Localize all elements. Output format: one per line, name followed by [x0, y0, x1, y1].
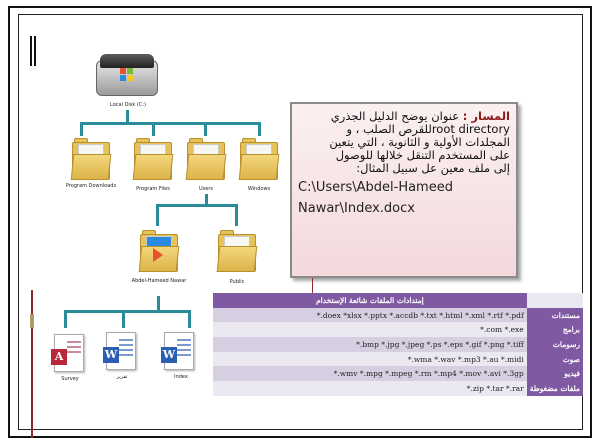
table-row: *.wma *.wav *.mp3 *.au *.midi صوت [213, 351, 583, 367]
tree-line [122, 310, 125, 328]
callout-line-4: على المستخدم التنقل خلالها للوصول [335, 148, 510, 162]
folder-label: Program Downloads [65, 183, 117, 189]
row-label: ملفات مضغوطة [526, 381, 583, 396]
table-cell: *.wma *.wav *.mp3 *.au *.midi [407, 354, 524, 364]
tree-line [156, 204, 159, 226]
access-file-icon: A [51, 334, 84, 372]
callout-pointer [312, 278, 313, 294]
table-corner [526, 293, 583, 308]
local-disk-drive-icon [96, 50, 158, 100]
example-path-line-1: C:\Users\Abdel-Hameed [298, 180, 453, 195]
folder-label: Users [198, 186, 213, 192]
tree-line [156, 204, 238, 207]
tree-line [80, 122, 260, 125]
table-row: *.wmv *.mpg *.mpeg *.rm *.mp4 *.mov *.av… [213, 366, 583, 382]
file-label: تقرير [116, 374, 128, 380]
file-label: Survey [61, 376, 79, 382]
row-label: مستندات [526, 307, 583, 323]
folder-label: Windows [247, 186, 271, 192]
tree-line [235, 204, 238, 226]
tree-line [188, 310, 191, 328]
folder-icon [185, 138, 227, 180]
callout-term: المسار : [462, 109, 510, 123]
slide-border [8, 6, 592, 438]
folder-icon [132, 138, 174, 180]
callout-text: عنوان يوضح الدليل الجذري [330, 109, 463, 123]
media-play-icon [153, 248, 163, 262]
example-path-line-2: Nawar\Index.docx [298, 201, 415, 216]
row-label: صوت [526, 351, 583, 367]
tree-line [205, 194, 208, 204]
tree-line [80, 122, 83, 136]
black-bar-1 [30, 36, 32, 66]
tree-line [126, 110, 129, 122]
path-definition-callout: المسار : عنوان يوضح الدليل الجذري root d… [290, 102, 518, 278]
callout-line-5: إلى ملف معين عل سبيل المثال: [356, 161, 510, 175]
row-label: رسومات [526, 337, 583, 352]
word-file-icon: W [161, 332, 194, 370]
table-cell: *.zip *.tar *.rar [466, 383, 524, 393]
folder-icon [216, 230, 258, 272]
callout-line-3: المجلدات الأولية و الثانوية ، التي يتعين [329, 135, 510, 149]
table-cell: *.doex *xlsx *.pptx *.accdb *.txt *.html… [316, 310, 524, 320]
row-label: برامج [526, 322, 583, 338]
folder-label: Program Files [136, 186, 170, 192]
callout-line-1: المسار : عنوان يوضح الدليل الجذري [298, 110, 510, 123]
table-cell: *.wmv *.mpg *.mpeg *.rm *.mp4 *.mov *.av… [333, 369, 524, 379]
tree-line [258, 122, 261, 136]
content-frame [18, 14, 583, 430]
file-extensions-table: إمتدادات الملفات شائعة الإستخدام *.doex … [213, 293, 583, 426]
table-row: *.bmp *.jpg *.jpeg *.ps *.eps *.gif *.pn… [213, 337, 583, 352]
word-file-icon: W [103, 332, 136, 370]
folder-icon [70, 138, 112, 180]
folder-label: Public [229, 279, 245, 285]
windows-logo-icon [120, 68, 134, 82]
table-cell: *.bmp *.jpg *.jpeg *.ps *.eps *.gif *.pn… [356, 339, 524, 349]
black-bar-2 [34, 36, 36, 66]
file-label: Index [174, 374, 188, 380]
tree-line [204, 122, 207, 136]
folder-label: Abdel-Hameed Nawar [131, 278, 187, 284]
drive-label: Local Disk (C:) [110, 102, 146, 108]
table-cell: *.com *.exe [480, 325, 524, 335]
table-title: إمتدادات الملفات شائعة الإستخدام [213, 293, 527, 308]
tree-line [64, 310, 190, 313]
table-row: *.zip *.tar *.rar ملفات مضغوطة [213, 381, 583, 396]
row-label: فيديو [526, 366, 583, 382]
user-folder-icon [138, 230, 180, 272]
tree-line [152, 122, 155, 136]
tree-line [64, 310, 67, 328]
callout-line-2: root directoryللقرص الصلب ، و [346, 122, 510, 136]
red-side-line [31, 290, 33, 438]
tan-side-block [30, 314, 34, 328]
table-row: *.com *.exe برامج [213, 322, 583, 338]
table-row: *.doex *xlsx *.pptx *.accdb *.txt *.html… [213, 307, 583, 323]
folder-icon [238, 138, 280, 180]
tree-line [157, 296, 160, 310]
